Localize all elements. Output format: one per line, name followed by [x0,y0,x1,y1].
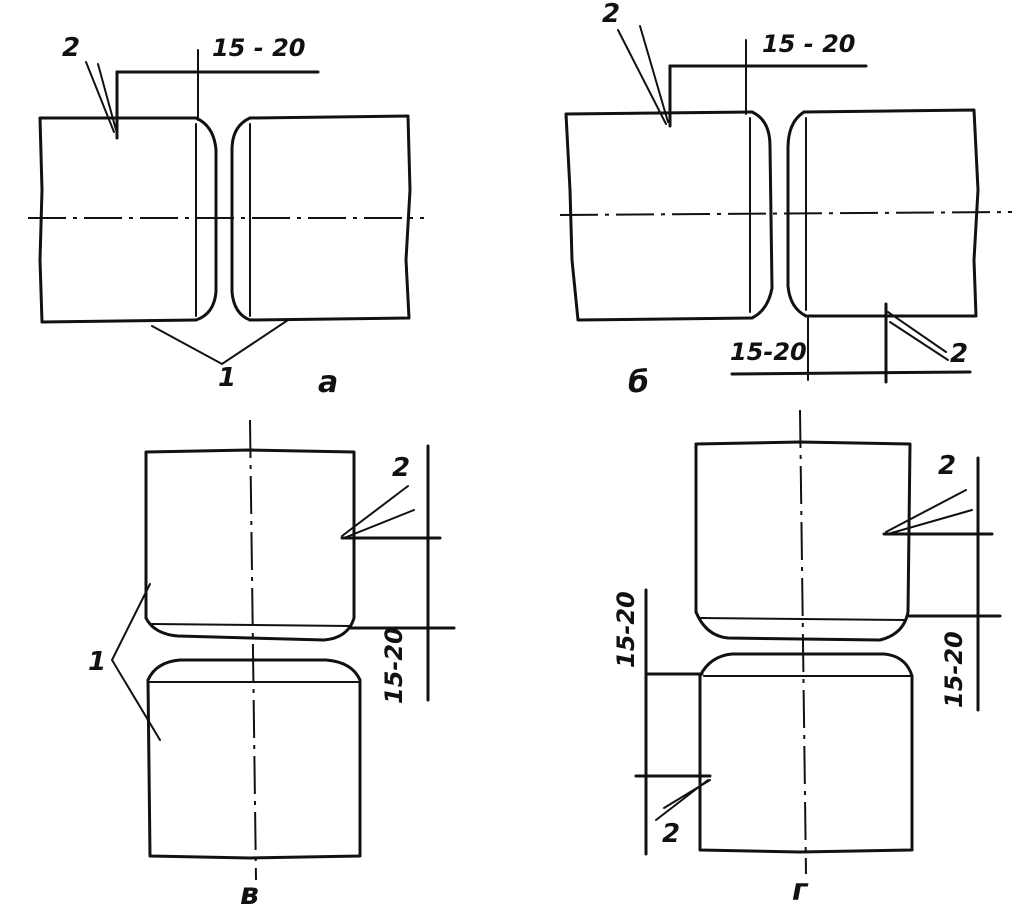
panel-a-pin-leader [85,61,117,133]
panel-g-pin-bottom-leader [655,779,711,821]
panel-v-dim-text: 15-20 [380,627,408,704]
panel-a-left-block [38,116,198,324]
panel-a: 15 - 20 2 1 а [28,33,424,400]
panel-g-bottom-block [698,674,914,854]
panel-v-pin-label: 2 [392,453,410,483]
panel-b-pin-bottom-leader [887,311,949,361]
panel-g-top-edge [699,617,907,621]
panel-b-dim-bottom-line [730,370,972,376]
panel-g-pin-top-label: 2 [938,451,956,481]
panel-a-right-bevel [230,116,252,322]
panel-v-bottom-block [146,678,362,860]
panel-v-seam-label: 1 [88,647,106,677]
panel-v-seam-leader [110,583,161,741]
panel-g-bottom-bevel [698,652,914,678]
panel-a-seam-label: 1 [218,363,236,393]
panel-g-dim-left-text: 15-20 [612,591,640,668]
panel-v: 15-20 2 1 в [88,419,456,912]
panel-a-caption: а [318,365,338,400]
panel-v-pin-leader [341,485,415,539]
panel-v-caption: в [240,877,259,912]
panel-b-caption: б [628,365,649,400]
panel-g-dim-right-text: 15-20 [940,631,968,708]
panel-b-left-bevel [750,110,774,320]
panel-b-pin-top-leader [617,25,669,125]
panel-v-top-block [144,448,356,620]
panel-a-right-block [248,114,412,322]
panel-g-caption: г [792,873,809,908]
panel-b-right-block [802,108,980,318]
panel-g-pin-top-leader [885,489,973,535]
panel-a-seam-leader [151,319,289,366]
panel-b-right-bevel [786,110,808,318]
panel-a-pin-label: 2 [62,33,80,63]
panel-b-pin-bottom-label: 2 [950,339,968,369]
panel-g: 15-20 15-20 2 2 г [612,409,1002,908]
panel-b: 15 - 20 2 15-20 2 б [559,0,1013,400]
panel-v-axis [249,419,257,881]
panel-b-dim-bottom-text: 15-20 [730,338,807,366]
panel-b-axis [559,211,1013,216]
panel-a-dim-text: 15 - 20 [212,34,305,62]
panel-b-pin-top-label: 2 [602,0,620,29]
panel-g-axis [799,409,807,875]
panel-b-left-block [564,110,754,322]
panel-b-dim-top-text: 15 - 20 [762,30,855,58]
panel-g-pin-bottom-label: 2 [662,819,680,849]
panel-a-left-bevel [194,116,218,322]
panel-g-top-bevel [694,610,910,642]
panel-v-top-bevel [144,616,356,642]
panel-v-top-edge [151,623,351,627]
